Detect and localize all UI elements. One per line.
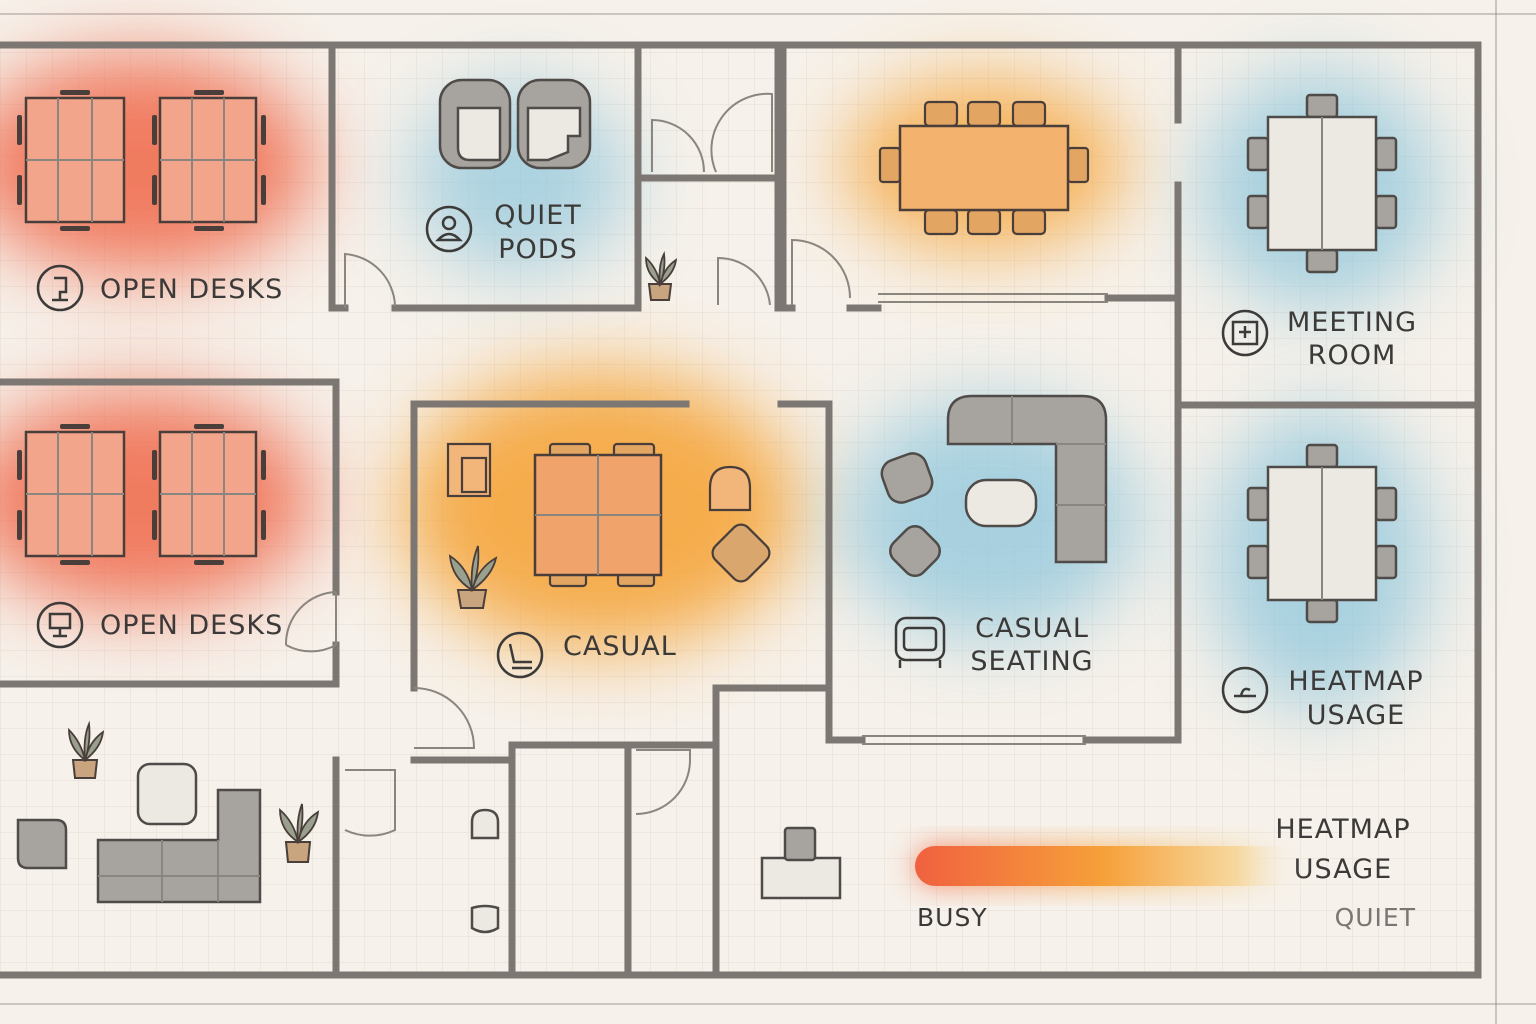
zone-label-casual-seating-2: SEATING — [970, 646, 1093, 677]
meeting-table-1 — [1246, 93, 1398, 274]
heatmap-legend: HEATMAP USAGE BUSY QUIET — [915, 814, 1416, 932]
zone-label-quiet-pods-2: PODS — [498, 234, 577, 265]
meeting-table-2 — [1246, 443, 1398, 624]
plant-icon — [68, 250, 678, 863]
zone-label-meeting-room-2: ROOM — [1308, 340, 1397, 371]
monitor-icon — [36, 601, 84, 649]
desk-cluster-1 — [17, 90, 266, 231]
zone-label-casual-seating-1: CASUAL — [975, 613, 1089, 644]
legend-busy-label: BUSY — [917, 903, 988, 932]
lounge-sofa — [16, 762, 262, 904]
desk-lamp-icon — [36, 264, 84, 312]
whiteboard-icon — [1221, 309, 1269, 357]
zone-label-open-desks-bottom: OPEN DESKS — [100, 610, 283, 641]
legend-gradient-bar — [915, 846, 1295, 886]
zone-label-heatmap-1: HEATMAP — [1288, 666, 1423, 697]
doors — [284, 92, 851, 837]
casual-furniture — [446, 442, 771, 588]
walls — [0, 41, 1482, 979]
zone-label-quiet-pods-1: QUIET — [494, 200, 582, 231]
restroom-fixtures — [470, 808, 842, 934]
zone-label-casual: CASUAL — [563, 631, 677, 662]
person-icon — [425, 205, 473, 253]
armchair-icon — [894, 616, 946, 668]
sofa-lounge — [880, 394, 1108, 577]
zone-label-open-desks-top: OPEN DESKS — [100, 274, 283, 305]
desk-cluster-2 — [17, 424, 266, 565]
zone-label-heatmap-2: USAGE — [1307, 700, 1405, 731]
conference-table — [878, 100, 1090, 236]
legend-title-2: USAGE — [1294, 854, 1392, 885]
zone-label-meeting-room-1: MEETING — [1287, 307, 1417, 338]
legend-title-1: HEATMAP — [1275, 814, 1410, 845]
usage-icon — [1221, 666, 1269, 714]
lounge-chair-icon — [496, 631, 544, 679]
quiet-pods — [438, 78, 592, 170]
legend-quiet-label: QUIET — [1335, 903, 1416, 932]
